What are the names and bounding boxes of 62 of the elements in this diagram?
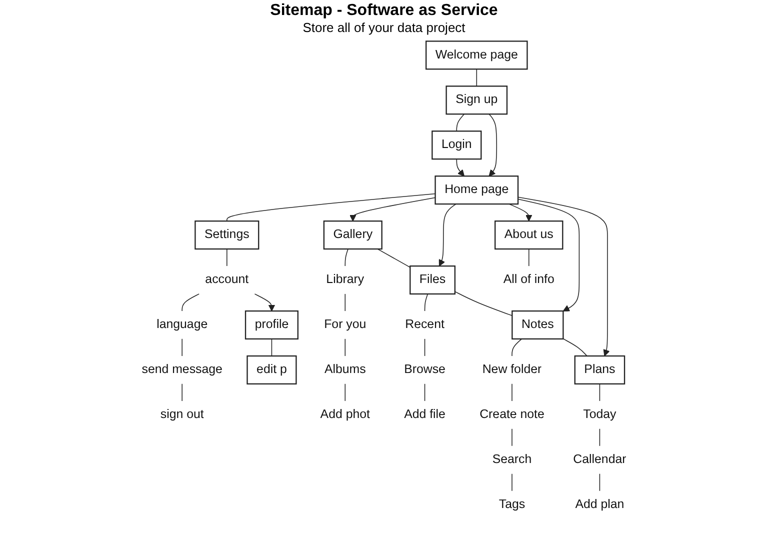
node-text: Recent xyxy=(405,318,444,332)
arrow xyxy=(518,196,610,356)
connector xyxy=(528,248,530,266)
node-text: All of info xyxy=(503,273,554,286)
node-box: Login xyxy=(432,130,482,160)
connector xyxy=(599,384,600,402)
node-text: sign out xyxy=(160,408,204,422)
connector xyxy=(226,193,436,222)
arrow xyxy=(488,114,498,176)
subtitle-note: Store all of your data project xyxy=(302,20,466,35)
connector xyxy=(424,338,426,356)
node-text: Add plan xyxy=(575,498,624,512)
connector xyxy=(512,338,522,356)
node-box: Home page xyxy=(434,176,519,205)
arrow xyxy=(456,158,465,176)
node-text: Callendar xyxy=(573,452,626,466)
connector xyxy=(344,338,346,356)
node-box: Settings xyxy=(194,220,260,250)
connector xyxy=(344,384,346,402)
connector xyxy=(599,428,600,446)
node-text: Create note xyxy=(480,408,544,422)
connector xyxy=(599,473,600,492)
arrow xyxy=(349,197,436,222)
node-box: profile xyxy=(244,310,298,340)
node-text: Albums xyxy=(324,362,366,376)
node-text: account xyxy=(205,273,249,286)
node-box: Gallery xyxy=(323,220,382,250)
node-box: edit p xyxy=(246,355,297,384)
node-text: For you xyxy=(324,318,366,332)
node-box: Plans xyxy=(574,355,626,384)
connector xyxy=(344,248,348,266)
connector xyxy=(476,68,478,87)
connector xyxy=(344,294,346,312)
node-text: New folder xyxy=(482,362,542,376)
connector xyxy=(226,248,228,266)
connector xyxy=(377,248,411,268)
node-text: Search xyxy=(492,452,532,466)
connector xyxy=(182,294,200,312)
arrow xyxy=(254,294,276,312)
node-box: Sign up xyxy=(446,86,508,115)
connector xyxy=(454,291,513,316)
node-text: Tags xyxy=(498,498,526,512)
node-text: Browse xyxy=(404,362,446,376)
node-box: Notes xyxy=(512,310,564,340)
node-box: Welcome page xyxy=(426,40,528,70)
arrow xyxy=(438,204,456,266)
node-text: Library xyxy=(326,273,364,286)
node-text: Today xyxy=(583,408,616,422)
arrow xyxy=(508,204,532,222)
diagram-title: Sitemap - Software as Service xyxy=(270,2,498,20)
connector xyxy=(562,338,588,356)
connector xyxy=(271,338,272,356)
node-box: About us xyxy=(494,220,564,250)
node-text: send message xyxy=(142,362,222,376)
arrow xyxy=(518,198,580,312)
node-text: Add phot xyxy=(320,408,370,422)
node-text: Add file xyxy=(404,408,446,422)
connector xyxy=(424,294,428,312)
node-text: language xyxy=(156,318,208,332)
node-box: Files xyxy=(410,265,456,295)
connector xyxy=(456,114,465,132)
connector xyxy=(424,384,426,402)
